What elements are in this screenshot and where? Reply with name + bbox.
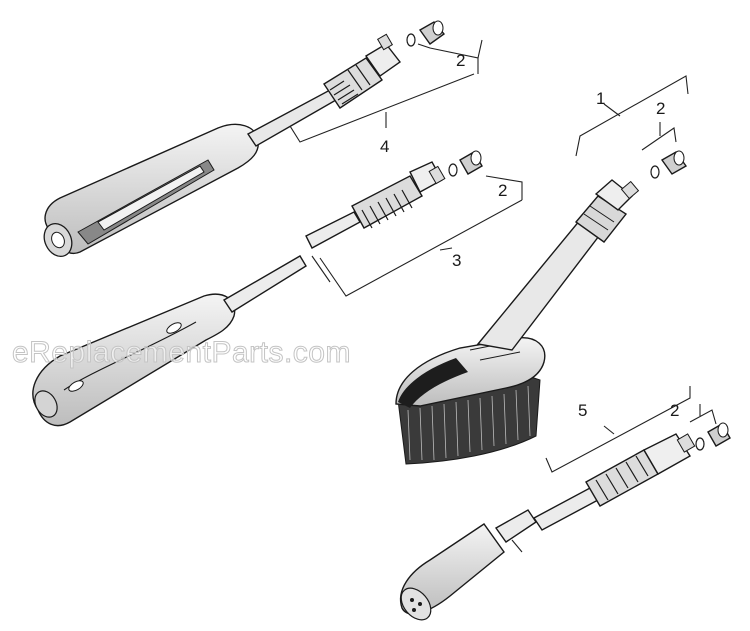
- callout-3: 3: [452, 251, 461, 270]
- leader-lines: [289, 39, 717, 553]
- callout-2-brush: 2: [656, 99, 665, 118]
- part-2-nozzle-c: [650, 150, 688, 179]
- callout-5: 5: [578, 401, 587, 420]
- callout-labels: 2 4 2 3 1 2 5 2: [380, 51, 679, 420]
- part-4-spray-lance: [43, 33, 402, 258]
- part-3-wand: [32, 161, 446, 427]
- callout-1: 1: [596, 89, 605, 108]
- callout-4: 4: [380, 137, 389, 156]
- part-2-nozzle-d: [695, 422, 731, 451]
- part-2-nozzle-b: [448, 150, 483, 177]
- callout-2-top: 2: [456, 51, 465, 70]
- callout-2-bottom: 2: [670, 401, 679, 420]
- part-2-nozzle-a: [406, 20, 446, 47]
- part-5-rotary-lance: [400, 433, 696, 621]
- callout-2-middle: 2: [498, 181, 507, 200]
- part-1-wash-brush: [395, 179, 640, 465]
